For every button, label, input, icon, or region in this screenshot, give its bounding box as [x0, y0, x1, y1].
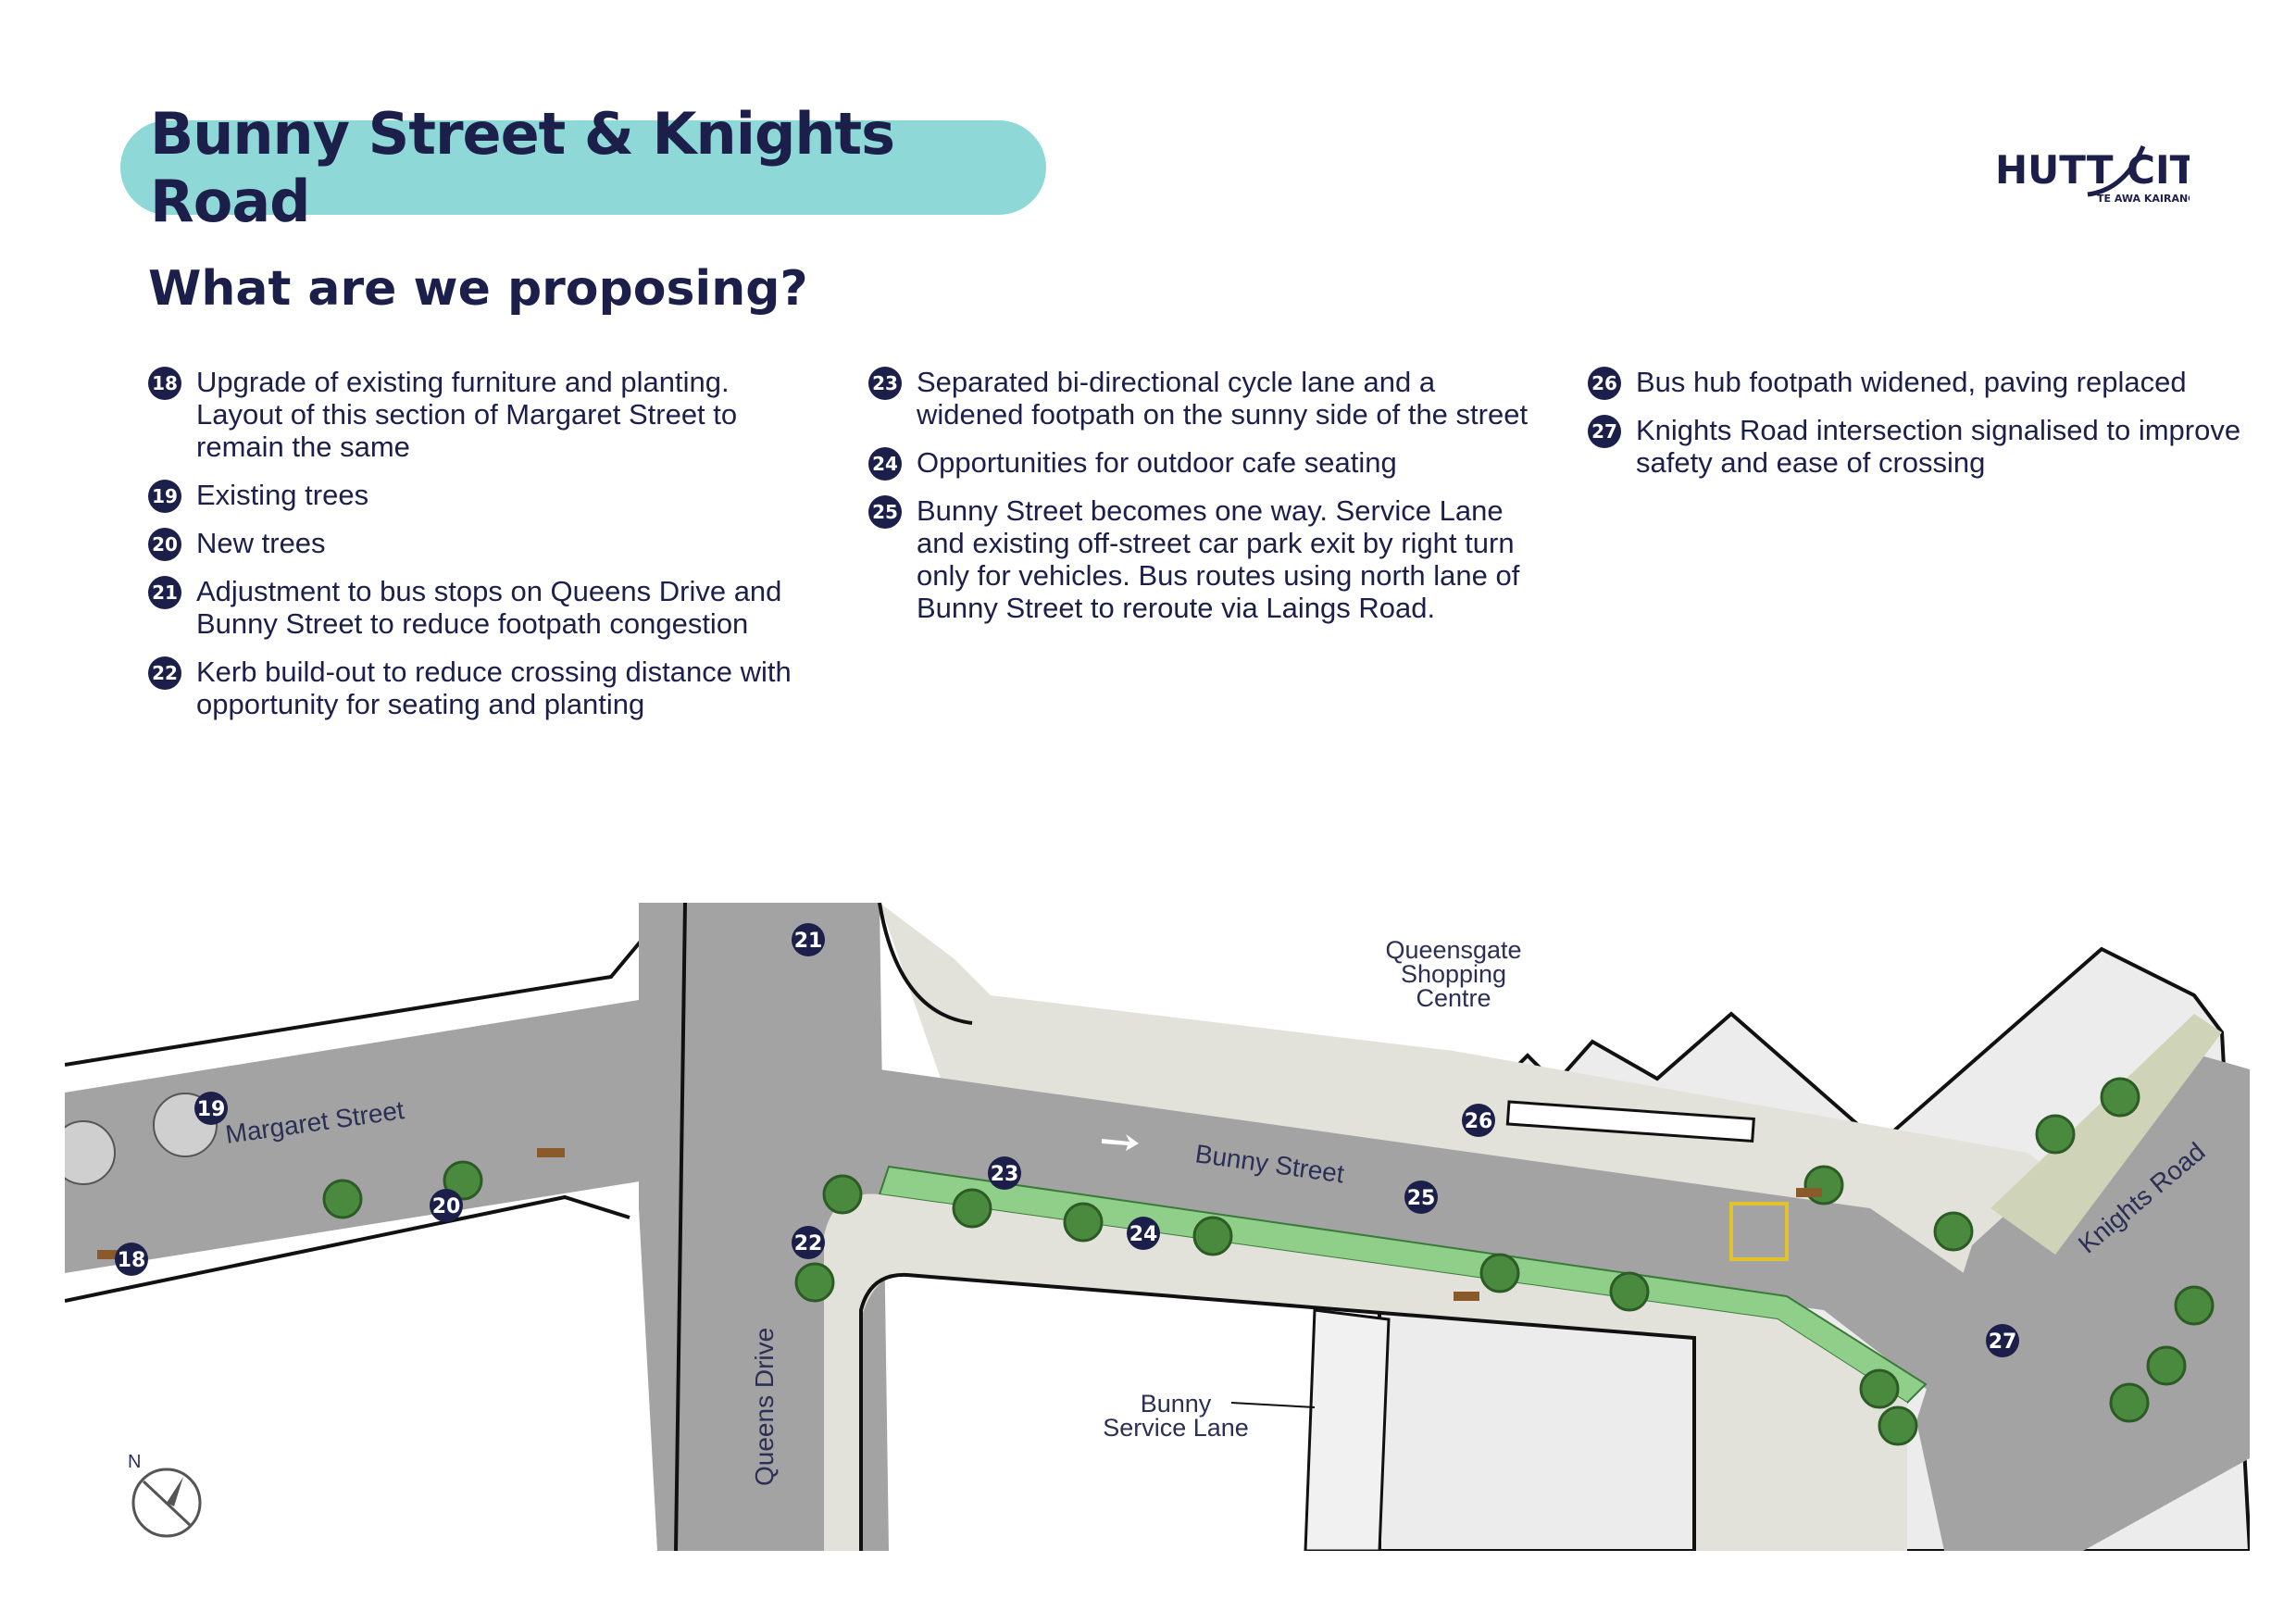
- map-marker-23: 23: [988, 1156, 1021, 1190]
- proposal-text: Existing trees: [196, 479, 369, 511]
- proposal-item: 23 Separated bi-directional cycle lane an…: [868, 366, 1535, 431]
- svg-text:19: 19: [197, 1098, 226, 1121]
- number-badge: 27: [1588, 415, 1621, 448]
- svg-text:21: 21: [794, 930, 823, 953]
- north-label: N: [128, 1452, 141, 1472]
- map-marker-18: 18: [115, 1243, 148, 1276]
- traffic-arrow-icon: [1102, 1134, 1139, 1151]
- map-marker-26: 26: [1462, 1104, 1495, 1137]
- number-badge: 18: [148, 367, 181, 400]
- proposal-item: 27 Knights Road intersection signalised t…: [1588, 414, 2254, 479]
- svg-text:25: 25: [1407, 1187, 1436, 1210]
- bunny-south-footpath: [824, 1193, 1907, 1551]
- number-badge: 20: [148, 528, 181, 561]
- number-badge: 21: [148, 576, 181, 609]
- street-plan-map: Margaret Street Queens Drive Bunny Stree…: [65, 903, 2250, 1551]
- proposal-column-1: 18 Upgrade of existing furniture and plan…: [148, 366, 815, 736]
- proposal-item: 20 New trees: [148, 527, 815, 561]
- proposal-column-3: 26 Bus hub footpath widened, paving repla…: [1588, 366, 2254, 494]
- number-badge: 26: [1588, 367, 1621, 400]
- map-marker-21: 21: [792, 923, 825, 956]
- service-lane: [1304, 1308, 1391, 1551]
- map-marker-19: 19: [194, 1092, 228, 1125]
- number-badge: 19: [148, 480, 181, 513]
- svg-text:27: 27: [1989, 1330, 2017, 1354]
- tree-icon: [322, 1077, 2215, 1446]
- proposal-item: 18 Upgrade of existing furniture and plan…: [148, 366, 815, 463]
- number-badge: 22: [148, 656, 181, 690]
- proposal-text: Bus hub footpath widened, paving replace…: [1636, 366, 2187, 398]
- proposal-text: Separated bi-directional cycle lane and …: [917, 366, 1529, 431]
- proposal-text: Knights Road intersection signalised to …: [1636, 414, 2241, 479]
- queensgate-label-1: Queensgate: [1385, 936, 1521, 964]
- svg-text:26: 26: [1465, 1110, 1493, 1133]
- hutt-city-logo: HUTT CITY TE AWA KAIRANGI: [1995, 139, 2225, 213]
- proposal-text: New trees: [196, 527, 326, 559]
- proposal-text: Bunny Street becomes one way. Service La…: [917, 494, 1520, 624]
- proposal-item: 21 Adjustment to bus stops on Queens Driv…: [148, 575, 815, 640]
- north-arrow-icon: N: [128, 1452, 202, 1538]
- logo-main-text: HUTT CITY: [1995, 147, 2190, 193]
- svg-text:22: 22: [794, 1232, 823, 1255]
- svg-text:23: 23: [991, 1163, 1019, 1186]
- title-pill: Bunny Street & Knights Road: [120, 100, 1046, 235]
- proposal-item: 26 Bus hub footpath widened, paving repla…: [1588, 366, 2254, 400]
- knights-road: [1916, 1051, 2250, 1551]
- service-lane-label-2: Service Lane: [1103, 1414, 1249, 1442]
- proposal-text: Opportunities for outdoor cafe seating: [917, 446, 1397, 479]
- proposal-text: Kerb build-out to reduce crossing distan…: [196, 656, 792, 720]
- page-title: Bunny Street & Knights Road: [150, 100, 895, 235]
- proposal-text: Adjustment to bus stops on Queens Drive …: [196, 575, 782, 640]
- proposal-text: Upgrade of existing furniture and planti…: [196, 366, 738, 463]
- queensgate-label-3: Centre: [1416, 984, 1491, 1012]
- queens-drive-label: Queens Drive: [750, 1328, 779, 1486]
- knights-footpath: [1990, 1014, 2222, 1255]
- number-badge: 25: [868, 495, 902, 529]
- map-marker-20: 20: [430, 1189, 463, 1222]
- proposal-item: 22 Kerb build-out to reduce crossing dist…: [148, 656, 815, 720]
- service-lane-label-1: Bunny: [1141, 1390, 1212, 1418]
- existing-tree-icon: [65, 1093, 218, 1185]
- bus-hub-bar: [1505, 1100, 1755, 1143]
- proposal-column-2: 23 Separated bi-directional cycle lane an…: [868, 366, 1535, 640]
- map-marker-27: 27: [1986, 1324, 2019, 1357]
- logo-sub-text: TE AWA KAIRANGI: [2097, 193, 2190, 205]
- map-marker-25: 25: [1404, 1181, 1438, 1214]
- svg-text:18: 18: [118, 1249, 146, 1272]
- margaret-street-road: [65, 1000, 704, 1273]
- map-marker-22: 22: [792, 1226, 825, 1259]
- bench-icon: [97, 1148, 1822, 1301]
- section-heading: What are we proposing?: [148, 261, 808, 317]
- number-badge: 23: [868, 367, 902, 400]
- svg-text:20: 20: [432, 1195, 461, 1218]
- map-marker-24: 24: [1127, 1217, 1160, 1250]
- proposal-item: 19 Existing trees: [148, 479, 815, 513]
- proposal-item: 25 Bunny Street becomes one way. Service …: [868, 494, 1535, 624]
- yellow-box-junction: [1729, 1202, 1789, 1261]
- queensgate-label-2: Shopping: [1401, 960, 1506, 988]
- number-badge: 24: [868, 447, 902, 481]
- proposal-item: 24 Opportunities for outdoor cafe seating: [868, 446, 1535, 481]
- svg-text:24: 24: [1129, 1223, 1158, 1246]
- bunny-street-road: [880, 1069, 1990, 1403]
